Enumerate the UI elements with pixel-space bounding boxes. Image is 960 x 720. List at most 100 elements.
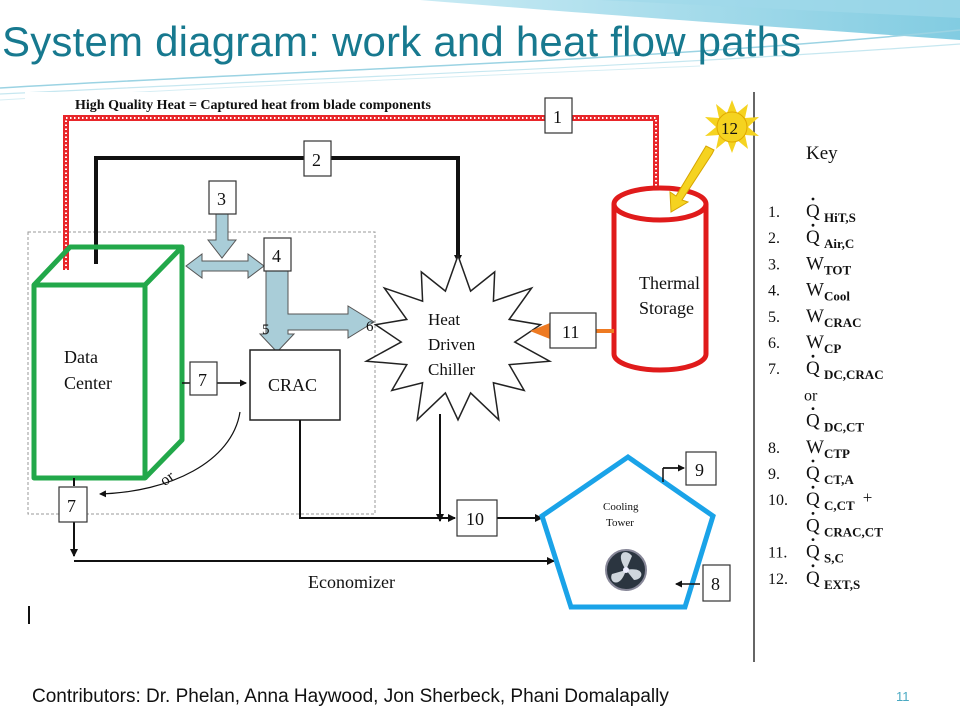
key-item-number: 3.: [768, 256, 780, 273]
key-item-number: 7.: [768, 361, 780, 378]
key-item-symbol: W: [806, 306, 824, 327]
key-item-symbol: Q: [806, 201, 820, 222]
key-item-number: 8.: [768, 440, 780, 457]
key-item-number: 12.: [768, 571, 788, 588]
key-item-number: 9.: [768, 466, 780, 483]
dot-accent: [811, 564, 815, 568]
key-item-symbol: Q: [806, 515, 820, 536]
key-item-or: or: [804, 387, 818, 404]
svg-text:8: 8: [711, 574, 720, 594]
cooling-tower-pentagon: [539, 453, 716, 610]
path-12-solar-arrow: [669, 145, 715, 213]
chiller-label-line2: Driven: [428, 335, 476, 354]
key-item-number: 2.: [768, 230, 780, 247]
key-item: 1. Q HiT,S: [768, 197, 856, 225]
cooling-tower-label-line2: Tower: [606, 517, 634, 529]
path-number-box-1: 1: [544, 97, 573, 134]
path-number-box-4: 4: [263, 237, 292, 272]
key-item-symbol: Q: [806, 358, 820, 379]
chiller-label-line3: Chiller: [428, 360, 476, 379]
thermal-storage-label-line1: Thermal: [639, 273, 700, 293]
subsystem-boundary: [27, 231, 376, 515]
slide-title: System diagram: work and heat flow paths: [2, 18, 802, 65]
key-item-symbol: W: [806, 332, 824, 353]
path-number-box-7a: 7: [189, 361, 218, 396]
key-item-symbol: Q: [806, 227, 820, 248]
key-item-symbol: Q: [806, 411, 820, 432]
fan-icon: [605, 549, 647, 591]
path-number-box-10: 10: [456, 499, 498, 537]
key-item-subscript: CP: [824, 341, 841, 356]
data-center-label-line2: Center: [64, 373, 112, 393]
key-item-symbol: W: [806, 253, 824, 274]
key-item-subscript: CRAC,CT: [824, 524, 883, 539]
data-center-label-line1: Data: [64, 347, 98, 367]
svg-text:7: 7: [198, 370, 207, 390]
cooling-tower-label-line1: Cooling: [603, 501, 639, 513]
key-item-subscript: DC,CT: [824, 420, 864, 435]
key-item-symbol: W: [806, 280, 824, 301]
key-item-subscript: S,C: [824, 551, 844, 566]
svg-text:9: 9: [695, 460, 704, 480]
path-number-12: 12: [721, 119, 738, 138]
path-number-box-9: 9: [685, 451, 717, 486]
high-quality-heat-caption: High Quality Heat = Captured heat from b…: [75, 98, 431, 113]
key-item-number: 5.: [768, 309, 780, 326]
sun-icon: [705, 100, 759, 153]
key-item: Q DC,CT: [806, 407, 864, 435]
key-item-number: 10.: [768, 492, 788, 509]
path-number-box-2: 2: [303, 140, 332, 177]
svg-text:3: 3: [217, 189, 226, 209]
key-item-subscript: DC,CRAC: [824, 367, 884, 382]
path-number-5: 5: [262, 322, 270, 338]
path-number-box-8: 8: [702, 564, 731, 602]
dot-accent: [811, 354, 815, 358]
path-number-box-11: 11: [549, 312, 597, 349]
key-item-symbol: Q: [806, 489, 820, 510]
footer-contributors: Contributors: Dr. Phelan, Anna Haywood, …: [32, 686, 669, 707]
key-item-number: 4.: [768, 283, 780, 300]
path-crac-to-tower: [299, 420, 456, 522]
svg-text:10: 10: [466, 509, 484, 529]
key-item-suffix: +: [863, 488, 873, 507]
header-swoosh: [0, 0, 960, 101]
key-item-subscript: CTP: [824, 446, 850, 461]
path-number-box-3: 3: [208, 180, 237, 215]
work-flow-arrows: [185, 211, 375, 353]
dot-accent: [811, 197, 815, 201]
key-item-subscript: Cool: [824, 289, 850, 304]
key-item-subscript: HiT,S: [824, 210, 856, 225]
dot-accent: [811, 459, 815, 463]
dot-accent: [811, 223, 815, 227]
key-title: Key: [806, 143, 838, 164]
key-item: Q CRAC,CT: [806, 512, 883, 539]
path-number-6: 6: [366, 319, 374, 335]
key-item: 12. Q EXT,S: [768, 564, 860, 592]
svg-text:1: 1: [553, 107, 562, 127]
key-item-subscript: CRAC: [824, 315, 862, 330]
crac-box: [249, 349, 341, 421]
heat-driven-chiller-starburst: [363, 253, 553, 422]
chiller-label-line1: Heat: [428, 310, 460, 329]
key-item-subscript: CT,A: [824, 472, 854, 487]
key-item: 7. Q DC,CRAC: [768, 354, 884, 382]
key-item-number: 11.: [768, 545, 787, 562]
economizer-label: Economizer: [308, 572, 395, 592]
key-item-symbol: W: [806, 437, 824, 458]
key-item-number: 1.: [768, 204, 780, 221]
key-item-symbol: Q: [806, 568, 820, 589]
or-curved-arrow: [99, 411, 241, 498]
path-2-air-loop: [94, 156, 462, 264]
key-item-subscript: Air,C: [824, 236, 854, 251]
key-item-subscript: EXT,S: [824, 577, 860, 592]
dot-accent: [811, 512, 815, 515]
thermal-storage-cylinder: [611, 185, 709, 373]
